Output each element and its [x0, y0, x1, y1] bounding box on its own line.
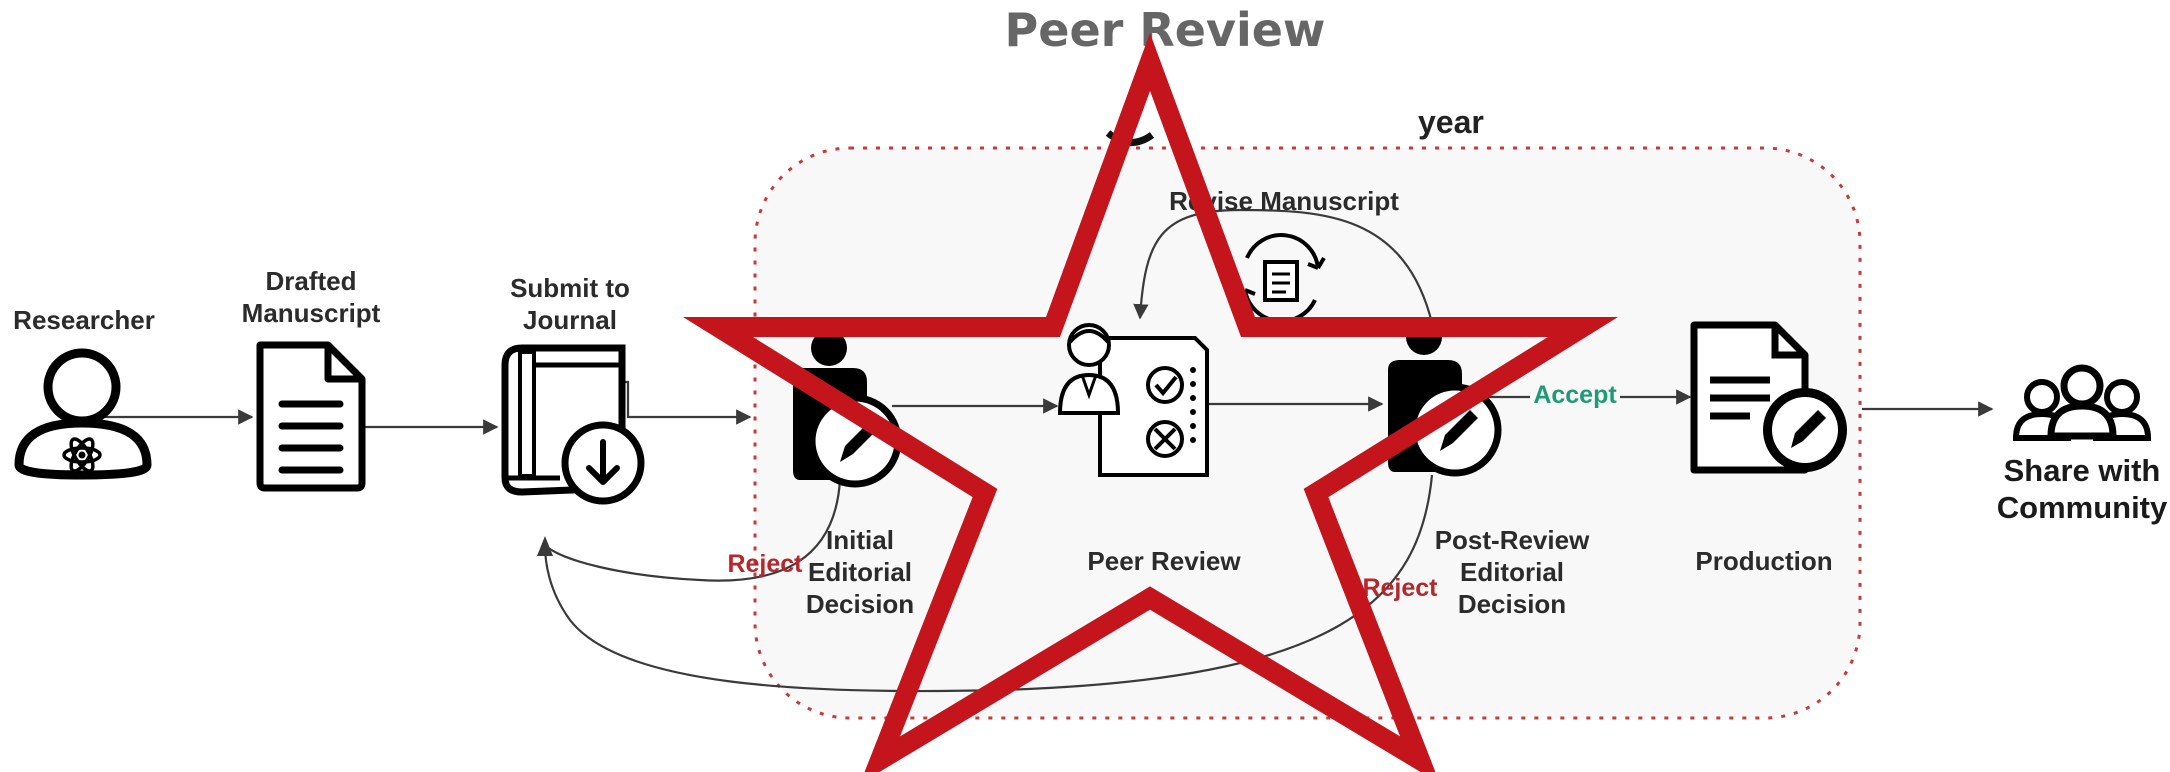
partial-heading-text: year — [1418, 104, 1484, 140]
community-icon — [2012, 364, 2152, 441]
label-drafted-1: Drafted — [265, 266, 356, 296]
star-overlay — [682, 33, 1619, 772]
peer-review-region — [753, 146, 1862, 720]
label-peer-review: Peer Review — [1087, 546, 1241, 576]
label-initial-2: Editorial — [808, 557, 912, 587]
label-reject-post: Reject — [1362, 574, 1438, 602]
edge-submit-initial — [622, 380, 752, 425]
edge-reject-arrowhead — [537, 536, 553, 556]
label-drafted-2: Manuscript — [242, 298, 381, 328]
book-download-icon — [501, 344, 645, 505]
label-initial-1: Initial — [826, 525, 894, 555]
label-reject-initial: Reject — [727, 550, 803, 578]
label-submit-1: Submit to — [510, 273, 630, 303]
edge-reject-initial — [544, 479, 842, 582]
label-post-1: Post-Review — [1435, 525, 1590, 555]
document-icon — [256, 341, 366, 492]
edit-document-icon — [1690, 321, 1847, 474]
label-community-2: Community — [1997, 490, 2168, 525]
edge-revise-loop — [1133, 208, 1434, 324]
label-production: Production — [1695, 546, 1832, 576]
label-researcher: Researcher — [13, 305, 155, 335]
reviewer-icon — [1057, 323, 1209, 477]
label-accept: Accept — [1533, 381, 1617, 409]
label-post-3: Decision — [1458, 589, 1566, 619]
label-submit-2: Journal — [523, 305, 617, 335]
label-post-2: Editorial — [1460, 557, 1564, 587]
label-community-1: Share with — [2004, 453, 2161, 488]
person-icon — [14, 348, 152, 480]
page-title: Peer Review — [1005, 3, 1326, 57]
label-initial-3: Decision — [806, 589, 914, 619]
